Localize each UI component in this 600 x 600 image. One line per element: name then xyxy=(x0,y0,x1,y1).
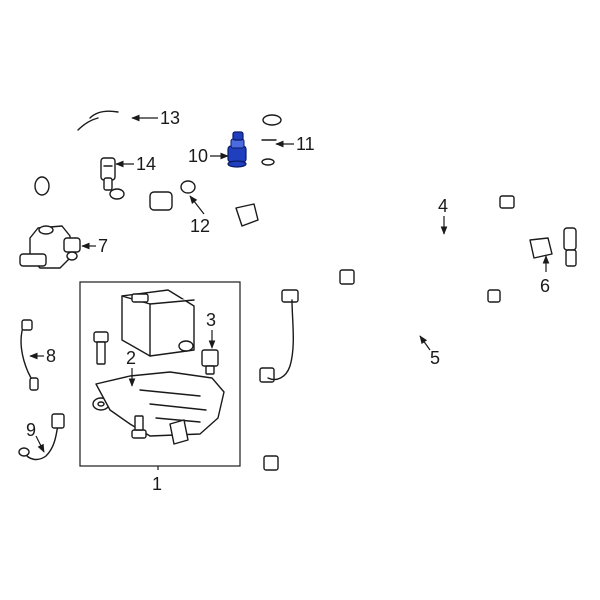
part-6-elbow-connector[interactable] xyxy=(513,227,577,269)
svg-text:4: 4 xyxy=(438,196,448,216)
svg-text:13: 13 xyxy=(160,108,180,128)
callout-6: 6 xyxy=(540,255,550,296)
callout-1: 1 xyxy=(152,466,162,494)
svg-text:6: 6 xyxy=(540,276,550,296)
canister-assembly-box xyxy=(79,281,241,467)
callout-11: 11 xyxy=(275,134,315,154)
part-5-fuel-line[interactable] xyxy=(263,289,501,471)
svg-text:7: 7 xyxy=(98,236,108,256)
callout-13: 13 xyxy=(131,108,180,128)
part-13-hose[interactable] xyxy=(33,101,141,196)
svg-text:9: 9 xyxy=(26,420,36,440)
part-10-fitting-highlighted[interactable] xyxy=(227,131,247,168)
part-2-bracket[interactable] xyxy=(95,371,225,445)
part-1-canister[interactable] xyxy=(121,289,195,357)
svg-text:14: 14 xyxy=(136,154,156,174)
part-8-sensor-cable[interactable] xyxy=(20,319,39,391)
callout-9: 9 xyxy=(26,420,45,453)
part-9-sensor-wire[interactable] xyxy=(18,413,65,461)
part-bolt[interactable] xyxy=(93,331,109,365)
callout-7: 7 xyxy=(81,236,108,256)
callout-2: 2 xyxy=(126,348,136,387)
svg-text:2: 2 xyxy=(126,348,136,368)
callout-10: 10 xyxy=(188,146,229,166)
part-7-valve-block[interactable] xyxy=(19,225,81,269)
svg-text:5: 5 xyxy=(430,348,440,368)
callout-12: 12 xyxy=(189,195,210,236)
part-3-sensor[interactable] xyxy=(201,349,219,375)
svg-text:8: 8 xyxy=(46,346,56,366)
svg-text:3: 3 xyxy=(206,310,216,330)
part-12-hose-assembly[interactable] xyxy=(149,171,259,227)
part-bolt-lower[interactable] xyxy=(131,415,147,439)
part-4-fuel-line[interactable] xyxy=(259,195,515,383)
svg-text:11: 11 xyxy=(296,134,315,154)
svg-text:12: 12 xyxy=(190,216,210,236)
svg-text:10: 10 xyxy=(188,146,208,166)
callout-8: 8 xyxy=(29,346,56,366)
callout-4: 4 xyxy=(438,196,448,235)
callout-5: 5 xyxy=(419,335,440,368)
callout-3: 3 xyxy=(206,310,216,349)
svg-text:1: 1 xyxy=(152,474,162,494)
callout-14: 14 xyxy=(115,154,156,174)
part-14-connector[interactable] xyxy=(100,157,125,200)
part-11-tube-fitting[interactable] xyxy=(261,114,282,166)
